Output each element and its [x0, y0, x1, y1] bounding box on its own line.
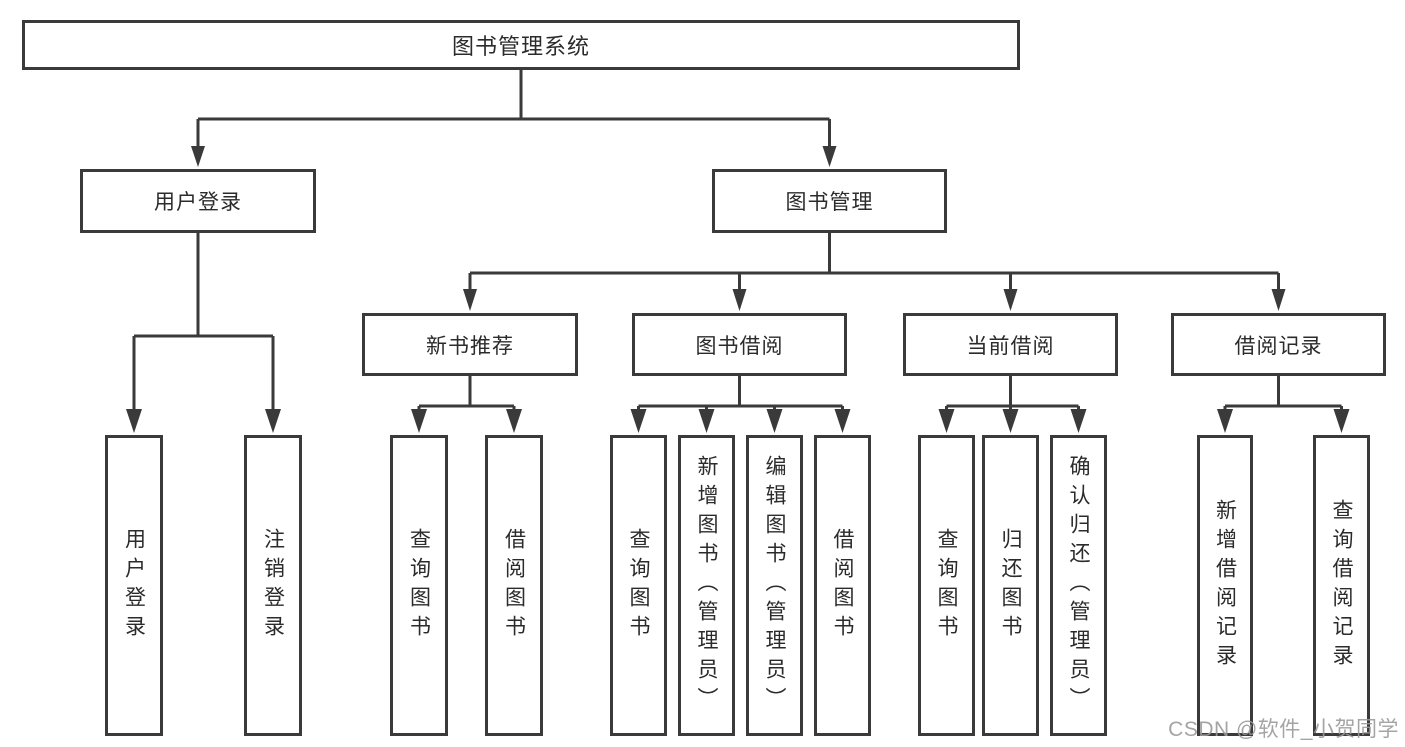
node-user-login: 用户登录 [80, 169, 316, 233]
connector-new-book [417, 376, 516, 412]
node-borrow-records-label: 借阅记录 [1234, 334, 1323, 358]
node-current-borrow-label: 当前借阅 [966, 334, 1055, 358]
leaf-query-books-3-label: 查询图书 [935, 527, 958, 644]
leaf-add-books-admin-label: 新增图书（管理员） [695, 455, 718, 716]
leaf-add-books-admin: 新增图书（管理员） [678, 435, 735, 736]
csdn-watermark: CSDN @软件_小贺同学 [1168, 718, 1399, 741]
leaf-query-books-3: 查询图书 [918, 435, 975, 736]
node-book-borrow-label: 图书借阅 [695, 334, 784, 358]
node-book-mgmt: 图书管理 [712, 169, 947, 233]
node-root-label: 图书管理系统 [451, 34, 590, 59]
leaf-borrow-books-2-label: 借阅图书 [831, 527, 854, 644]
leaf-query-books-1: 查询图书 [390, 435, 448, 736]
leaf-query-books-1-label: 查询图书 [407, 527, 431, 644]
connector-book-mgmt [468, 233, 1280, 292]
connector-root [196, 70, 831, 149]
leaf-user-login-label: 用户登录 [122, 527, 146, 644]
leaf-borrow-books-2: 借阅图书 [814, 435, 871, 736]
leaf-edit-books-admin-label: 编辑图书（管理员） [763, 455, 786, 716]
arrowheads [126, 146, 1350, 433]
leaf-query-borrow-record: 查询借阅记录 [1313, 435, 1370, 736]
leaf-confirm-return-admin-label: 确认归还（管理员） [1067, 455, 1090, 716]
connector-borrow [637, 376, 844, 412]
leaf-borrow-books-1-label: 借阅图书 [502, 527, 526, 644]
connector-current [945, 376, 1080, 412]
leaf-return-books: 归还图书 [982, 435, 1039, 736]
leaf-edit-books-admin: 编辑图书（管理员） [746, 435, 803, 736]
node-new-book-recommend-label: 新书推荐 [426, 334, 514, 358]
node-borrow-records: 借阅记录 [1171, 313, 1386, 376]
leaf-query-borrow-record-label: 查询借阅记录 [1330, 498, 1353, 673]
leaf-user-login: 用户登录 [105, 435, 163, 736]
node-root: 图书管理系统 [22, 20, 1020, 70]
leaf-logout: 注销登录 [244, 435, 302, 736]
leaf-add-borrow-record-label: 新增借阅记录 [1213, 498, 1237, 673]
connector-records [1223, 376, 1343, 412]
node-current-borrow: 当前借阅 [903, 313, 1118, 376]
leaf-query-books-2-label: 查询图书 [627, 527, 650, 644]
node-book-borrow: 图书借阅 [632, 313, 847, 376]
leaf-add-borrow-record: 新增借阅记录 [1197, 435, 1253, 736]
node-book-mgmt-label: 图书管理 [785, 191, 874, 214]
leaf-query-books-2: 查询图书 [610, 435, 667, 736]
connector-user-login [132, 233, 275, 412]
leaf-return-books-label: 归还图书 [999, 527, 1022, 644]
leaf-borrow-books-1: 借阅图书 [485, 435, 543, 736]
leaf-logout-label: 注销登录 [261, 527, 285, 644]
node-new-book-recommend: 新书推荐 [362, 313, 578, 376]
leaf-confirm-return-admin: 确认归还（管理员） [1050, 435, 1107, 736]
node-user-login-label: 用户登录 [154, 191, 242, 214]
